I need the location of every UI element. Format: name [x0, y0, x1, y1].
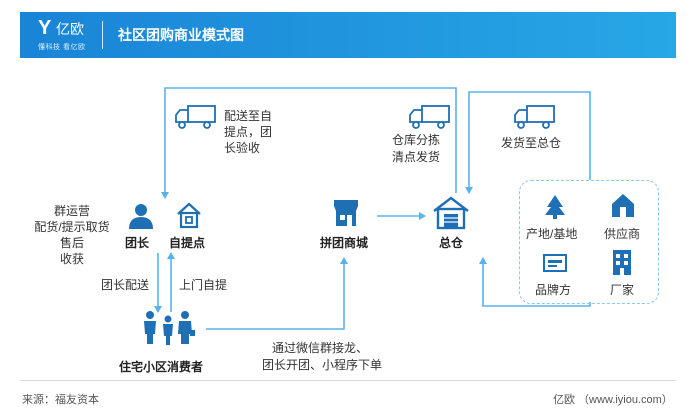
sorting-label: 仓库分拣 清点发货 — [392, 133, 441, 164]
deliver-to-pickup-label: 配送至自 提点，团 长验收 — [224, 109, 273, 155]
node-consumer: 住宅小区消费者 — [119, 360, 204, 374]
warehouse-icon — [433, 196, 469, 230]
person-icon — [129, 204, 153, 229]
arrow-suppliers-bottom — [479, 257, 591, 307]
node-factory: 厂家 — [610, 283, 635, 297]
leader-delivery-label: 团长配送 — [101, 278, 150, 292]
self-pickup-label: 上门自提 — [179, 278, 228, 292]
supplier-cluster — [519, 180, 659, 304]
ordering-label: 通过微信群接龙、 团长开团、小程序下单 — [262, 341, 383, 372]
store-icon — [334, 200, 358, 226]
truck-icon — [514, 105, 555, 129]
logo-mark: Y — [38, 17, 52, 39]
truck-icon — [175, 105, 216, 129]
supplier-building-icon — [612, 194, 634, 217]
farm-icon — [545, 195, 565, 219]
node-origin: 产地/基地 — [526, 227, 578, 241]
header-divider — [102, 21, 103, 49]
node-warehouse: 总仓 — [439, 236, 464, 250]
page-title: 社区团购商业模式图 — [118, 27, 244, 43]
consumers-icon — [144, 311, 195, 345]
source-text: 来源：福友资本 — [22, 394, 99, 406]
arrow-suppliers-to-warehouse — [465, 91, 591, 194]
factory-building-icon — [613, 250, 631, 275]
brand-card-icon — [543, 254, 567, 272]
ship-to-warehouse-label: 发货至总仓 — [501, 136, 562, 150]
logo-tagline: 懂科技 看亿欧 — [38, 44, 86, 51]
brand-url: 亿欧 （www.iyiou.com） — [553, 394, 673, 406]
logo-name: 亿欧 — [56, 21, 84, 37]
footer-divider — [20, 380, 676, 381]
node-ziti: 自提点 — [169, 236, 206, 250]
node-tuanzhang: 团长 — [125, 236, 150, 250]
arrow-warehouse-to-pickup — [161, 87, 457, 199]
header-bar: Y 亿欧 懂科技 看亿欧 社区团购商业模式图 — [20, 12, 676, 58]
node-supplier: 供应商 — [604, 227, 641, 241]
house-icon — [177, 202, 201, 229]
node-brand: 品牌方 — [535, 283, 572, 297]
leader-duties: 群运营 配货/提示取货 售后 收获 — [34, 204, 110, 266]
arrow-consumer-to-mall — [206, 257, 348, 330]
node-mall: 拼团商城 — [320, 236, 369, 250]
truck-icon — [409, 105, 450, 129]
